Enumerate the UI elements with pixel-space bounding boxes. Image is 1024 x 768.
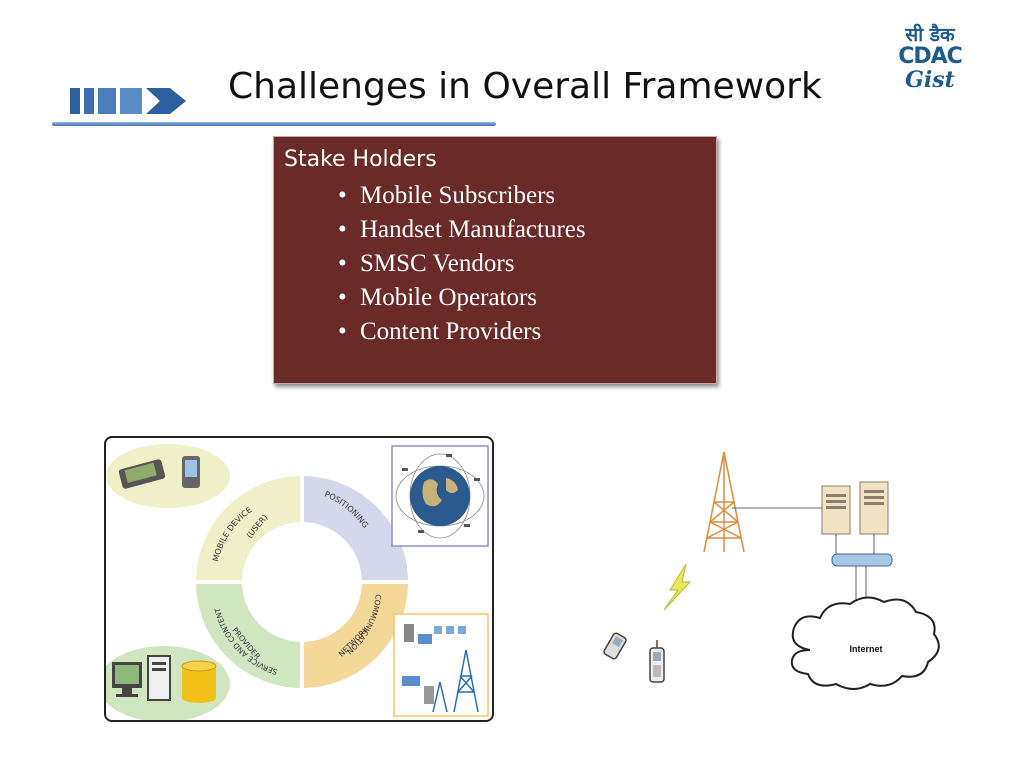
pda-icon bbox=[182, 456, 200, 488]
network-diagram: Internet bbox=[603, 451, 940, 690]
bullet-icon: • bbox=[338, 250, 347, 277]
framework-ring-svg: MOBILE DEVICE (USER) POSITIONING COMMUNI… bbox=[98, 444, 489, 722]
database-icon bbox=[181, 660, 217, 703]
stake-holders-list: • Mobile Subscribers • Handset Manufacture… bbox=[338, 179, 586, 349]
slide-title: Challenges in Overall Framework bbox=[228, 66, 822, 107]
list-item-label: Content Providers bbox=[360, 318, 542, 345]
list-item-label: Mobile Subscribers bbox=[360, 182, 556, 209]
monitor-icon bbox=[112, 662, 142, 697]
logo-brand-text: CDAC bbox=[898, 44, 963, 69]
gps-device-icon bbox=[118, 459, 166, 489]
stake-holders-box: Stake Holders • Mobile Subscribers • Hands… bbox=[273, 136, 717, 384]
list-item: • Content Providers bbox=[338, 315, 586, 349]
list-item-label: Handset Manufactures bbox=[360, 216, 586, 243]
bullet-icon: • bbox=[338, 318, 347, 345]
bullet-icon: • bbox=[338, 216, 347, 243]
server-icon bbox=[859, 481, 889, 535]
switch-icon bbox=[831, 553, 893, 567]
segment-mobile-device bbox=[196, 476, 302, 582]
stake-holders-heading: Stake Holders bbox=[284, 147, 437, 172]
cell-tower-icon bbox=[703, 451, 745, 553]
segment-service bbox=[196, 582, 302, 688]
server-icon bbox=[821, 485, 851, 535]
framework-diagram: MOBILE DEVICE (USER) POSITIONING COMMUNI… bbox=[98, 436, 494, 722]
mobile-phone-icon bbox=[603, 632, 627, 660]
list-item: • Mobile Subscribers bbox=[338, 179, 586, 213]
mobile-phone-icon bbox=[649, 640, 665, 683]
list-item: • SMSC Vendors bbox=[338, 247, 586, 281]
bullet-icon: • bbox=[338, 182, 347, 209]
bullet-icon: • bbox=[338, 284, 347, 311]
logo-hindi-text: सी डैक bbox=[905, 24, 955, 46]
server-tower-icon bbox=[147, 655, 171, 701]
list-item: • Handset Manufactures bbox=[338, 213, 586, 247]
cdac-logo: सी डैक CDAC Gist bbox=[890, 24, 970, 92]
segment-communication bbox=[302, 582, 408, 688]
title-underline bbox=[52, 122, 496, 126]
logo-sub-text: Gist bbox=[905, 67, 955, 93]
internet-cloud-icon bbox=[790, 596, 940, 690]
title-arrow-icon bbox=[70, 88, 186, 114]
list-item-label: SMSC Vendors bbox=[360, 250, 515, 277]
list-item-label: Mobile Operators bbox=[360, 284, 538, 311]
globe-satellites-icon bbox=[395, 453, 485, 539]
wireless-signal-icon bbox=[663, 563, 692, 611]
communication-network-icon bbox=[402, 624, 479, 713]
list-item: • Mobile Operators bbox=[338, 281, 586, 315]
segment-positioning bbox=[302, 476, 408, 582]
internet-label: Internet bbox=[849, 644, 882, 654]
